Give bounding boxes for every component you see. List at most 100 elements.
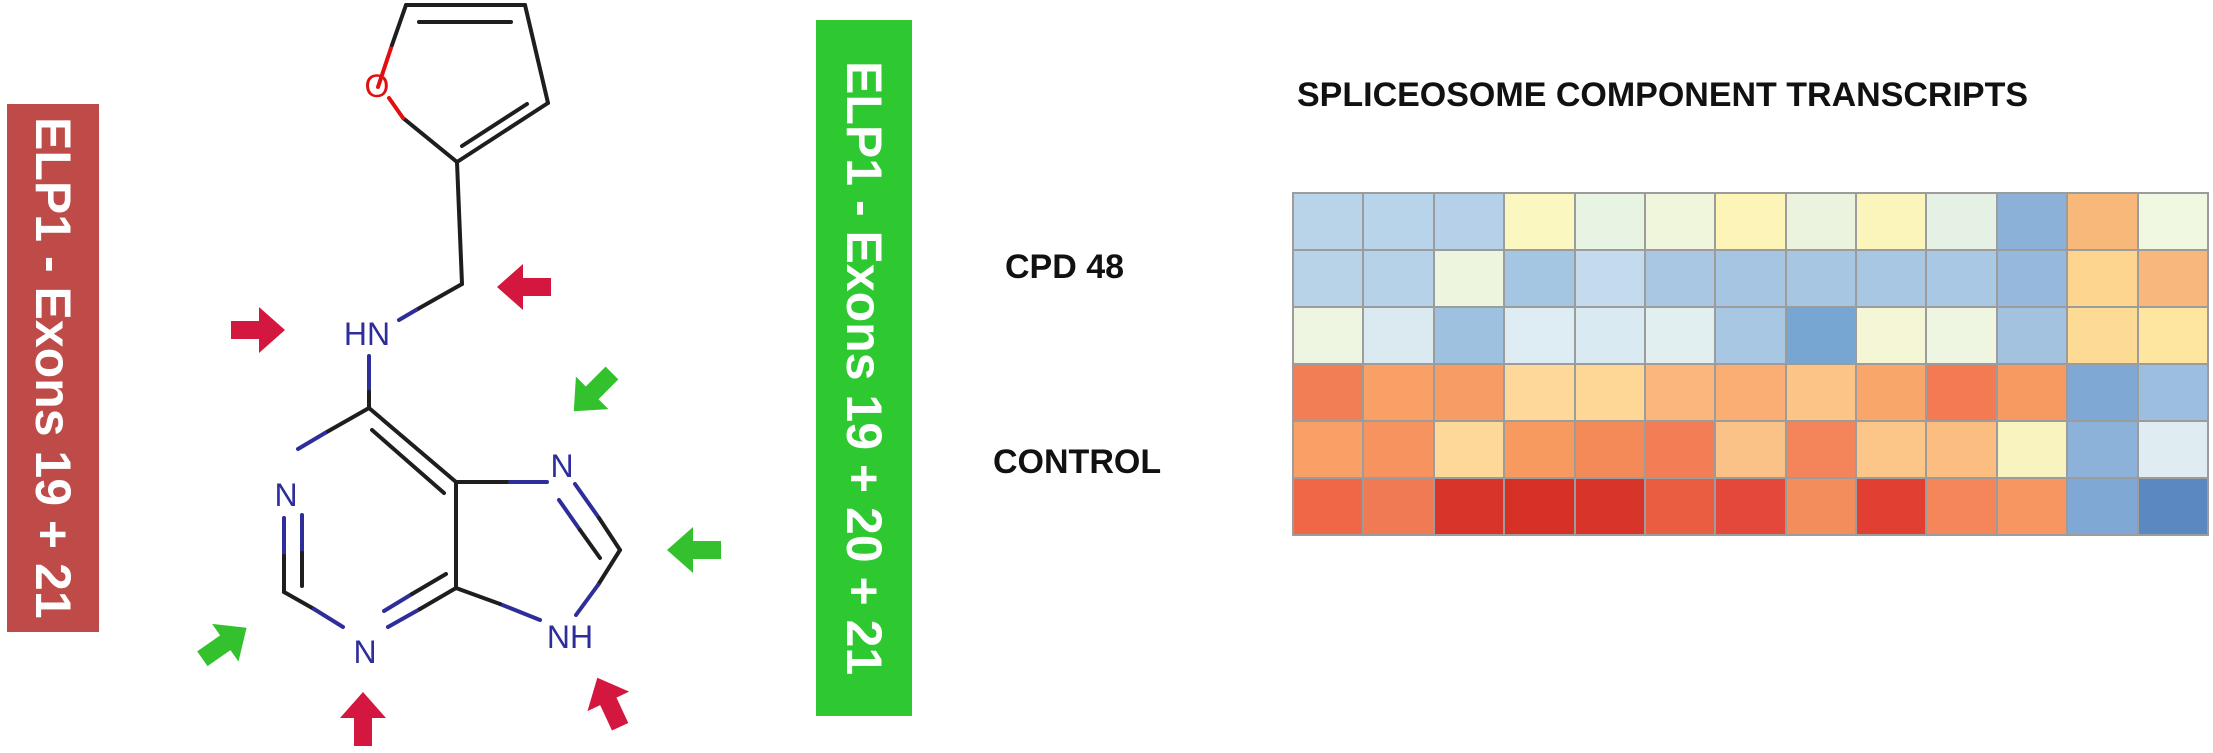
heatmap-cell bbox=[1997, 479, 2067, 534]
heatmap-cell bbox=[1505, 422, 1574, 477]
heatmap-cell bbox=[1786, 365, 1856, 420]
heatmap-cell bbox=[1645, 422, 1715, 477]
heatmap-cell bbox=[1505, 365, 1574, 420]
nh9-atom-label: NH bbox=[547, 619, 593, 655]
heatmap-cell bbox=[1857, 422, 1926, 477]
heatmap-cell bbox=[1716, 422, 1785, 477]
n1-atom-label: N bbox=[274, 477, 297, 513]
elp1-exons-19-20-21-banner: ELP1 - Exons 19 + 20 + 21 bbox=[816, 20, 912, 716]
heatmap-cell bbox=[1575, 479, 1644, 534]
heatmap-cell bbox=[2138, 365, 2207, 420]
red-arrow-left-of-hn bbox=[231, 307, 285, 353]
heatmap-cell bbox=[2138, 194, 2207, 249]
heatmap-cell bbox=[1927, 479, 1996, 534]
heatmap-cell bbox=[2068, 479, 2137, 534]
heatmap-cell bbox=[1294, 308, 1363, 363]
heatmap-cell bbox=[1786, 251, 1856, 306]
heatmap-cell bbox=[1997, 251, 2067, 306]
heatmap-cell bbox=[1294, 365, 1363, 420]
control-row-label: CONTROL bbox=[993, 443, 1162, 481]
heatmap-cell bbox=[1434, 194, 1504, 249]
heatmap-cell bbox=[1575, 251, 1644, 306]
heatmap-cell bbox=[1716, 365, 1785, 420]
red-arrow-below-n3 bbox=[340, 692, 386, 746]
kinetin-molecule-structure: O HN N N N NH bbox=[197, 3, 721, 746]
heatmap-cell bbox=[1434, 479, 1504, 534]
oxygen-atom-label: O bbox=[365, 68, 390, 104]
heatmap-cell bbox=[1857, 479, 1926, 534]
heatmap-cell bbox=[1786, 479, 1856, 534]
heatmap-cell bbox=[1294, 251, 1363, 306]
cpd-48-row-label: CPD 48 bbox=[1005, 248, 1125, 286]
heatmap-cell bbox=[1716, 479, 1785, 534]
heatmap-cell bbox=[2068, 422, 2137, 477]
bond-lines bbox=[282, 3, 622, 629]
heatmap-cell bbox=[1997, 365, 2067, 420]
heatmap-cell bbox=[1857, 251, 1926, 306]
heatmap-cell bbox=[1645, 194, 1715, 249]
heatmap-cell bbox=[1927, 365, 1996, 420]
heatmap-cell bbox=[1716, 308, 1785, 363]
heatmap-cell bbox=[1505, 194, 1574, 249]
heatmap-cell bbox=[1857, 194, 1926, 249]
heatmap-cell bbox=[2068, 251, 2137, 306]
spliceosome-heatmap bbox=[1292, 192, 2209, 536]
heatmap-cell bbox=[1997, 194, 2067, 249]
red-arrow-near-ch2 bbox=[497, 264, 551, 310]
heatmap-cell bbox=[1786, 194, 1856, 249]
heatmap-cell bbox=[1364, 194, 1433, 249]
green-arrow-upper-n7 bbox=[573, 366, 619, 412]
amine-hn-label: HN bbox=[344, 316, 390, 352]
heatmap-cell bbox=[1434, 308, 1504, 363]
heatmap-cell bbox=[1716, 251, 1785, 306]
green-arrow-right-c8 bbox=[667, 527, 721, 573]
heatmap-cell bbox=[2068, 194, 2137, 249]
heatmap-cell bbox=[1575, 308, 1644, 363]
heatmap-cell bbox=[1927, 422, 1996, 477]
heatmap-cell bbox=[1786, 308, 1856, 363]
heatmap-cell bbox=[2068, 365, 2137, 420]
heatmap-cell bbox=[2138, 479, 2207, 534]
heatmap-cell bbox=[1364, 308, 1433, 363]
heatmap-cell bbox=[1716, 194, 1785, 249]
heatmap-cell bbox=[1575, 365, 1644, 420]
heatmap-cell bbox=[1927, 194, 1996, 249]
green-arrow-lower-left-c2 bbox=[197, 623, 247, 667]
heatmap-cell bbox=[1294, 194, 1363, 249]
elp1-exons-19-20-21-label: ELP1 - Exons 19 + 20 + 21 bbox=[836, 60, 892, 676]
heatmap-cell bbox=[1364, 251, 1433, 306]
heatmap-cell bbox=[2138, 251, 2207, 306]
heatmap-cell bbox=[2138, 308, 2207, 363]
heatmap-cell bbox=[1434, 251, 1504, 306]
heatmap-cell bbox=[1364, 479, 1433, 534]
atom-labels: O HN N N N NH bbox=[274, 68, 593, 670]
site-arrows bbox=[197, 264, 721, 746]
heatmap-cell bbox=[1364, 422, 1433, 477]
heatmap-cell bbox=[1505, 251, 1574, 306]
heatmap-cell bbox=[1294, 422, 1363, 477]
heatmap-cell bbox=[1434, 365, 1504, 420]
heatmap-cell bbox=[1857, 365, 1926, 420]
heatmap-cell bbox=[1364, 365, 1433, 420]
red-arrow-lower-right-nh bbox=[587, 677, 630, 731]
heatmap-cell bbox=[1857, 308, 1926, 363]
heatmap-cell bbox=[1645, 251, 1715, 306]
heatmap-cell bbox=[1505, 308, 1574, 363]
heatmap-cell bbox=[1997, 308, 2067, 363]
elp1-exons-19-21-banner: ELP1 - Exons 19 + 21 bbox=[7, 104, 99, 632]
n7-atom-label: N bbox=[550, 448, 573, 484]
heatmap-cell bbox=[1575, 194, 1644, 249]
heatmap-cell bbox=[2138, 422, 2207, 477]
heatmap-cell bbox=[1434, 422, 1504, 477]
heatmap-cell bbox=[1505, 479, 1574, 534]
heatmap-title: SPLICEOSOME COMPONENT TRANSCRIPTS bbox=[1297, 76, 2029, 114]
heatmap-cell bbox=[1786, 422, 1856, 477]
heatmap-cell bbox=[2068, 308, 2137, 363]
heatmap-cell bbox=[1927, 308, 1996, 363]
heatmap-cell bbox=[1645, 308, 1715, 363]
heatmap-cell bbox=[1997, 422, 2067, 477]
n3-atom-label: N bbox=[353, 634, 376, 670]
heatmap-cell bbox=[1575, 422, 1644, 477]
heatmap-cell bbox=[1294, 479, 1363, 534]
heatmap-cell bbox=[1645, 365, 1715, 420]
